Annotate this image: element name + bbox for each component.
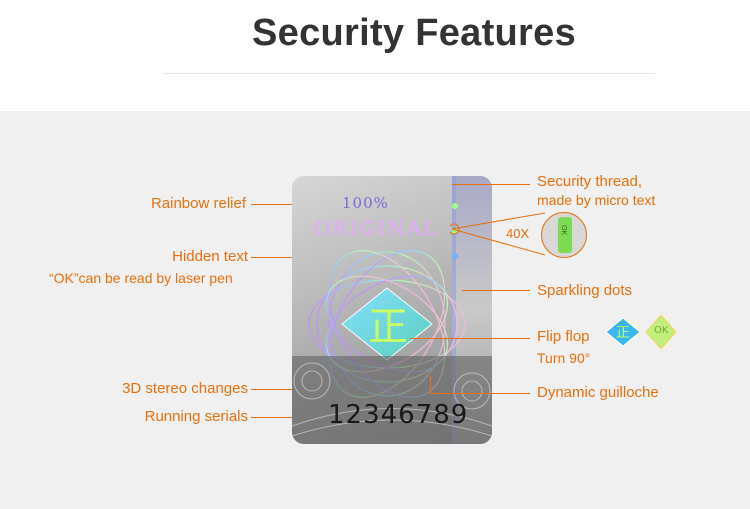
- flip-icon-zheng: 正: [605, 317, 641, 347]
- flip-icon-zheng-text: 正: [616, 325, 630, 341]
- security-thread-description: made by micro text: [537, 192, 656, 208]
- hologram-percent: 100%: [342, 194, 389, 212]
- label-rainbow-relief: Rainbow relief: [150, 195, 246, 212]
- leader-line-flip-flop: [410, 338, 530, 339]
- flip-icon-ok: OK: [645, 314, 677, 350]
- zoom-label: 40X: [506, 226, 530, 241]
- leader-line-running-serials: [251, 417, 329, 418]
- label-security-thread: Security thread,: [537, 173, 643, 190]
- flip-icon-ok-text: OK: [654, 325, 669, 336]
- leader-line-dynamic-guilloche: [430, 393, 530, 394]
- label-sparkling-dots: Sparkling dots: [537, 282, 633, 299]
- label-3d-stereo: 3D stereo changes: [122, 380, 248, 397]
- hologram-serial-number: 12346789: [328, 400, 469, 430]
- label-running-serials: Running serials: [144, 408, 248, 425]
- leader-line-3d-stereo: [251, 389, 321, 390]
- label-dynamic-guilloche: Dynamic guilloche: [537, 384, 659, 401]
- hologram-label: 100% ORIGINAL 正 12346789: [292, 176, 492, 444]
- leader-line-sparkling-dots: [462, 290, 530, 291]
- hologram-glyph: 正: [368, 304, 408, 350]
- loupe-micro-text: OK: [560, 225, 567, 236]
- hidden-text-description: “OK”can be read by laser pen: [49, 270, 233, 286]
- magnifier-loupe: OK: [541, 212, 587, 258]
- leader-line-security-thread: [452, 184, 530, 185]
- hologram-original-text: ORIGINAL: [314, 216, 439, 240]
- label-hidden-text: Hidden text: [172, 248, 248, 265]
- label-flip-flop: Flip flop: [537, 328, 590, 345]
- flip-flop-description: Turn 90°: [537, 350, 591, 366]
- micro-text-strip: [558, 217, 572, 253]
- leader-line-hidden-text: [251, 257, 331, 258]
- page-title: Security Features: [251, 12, 577, 54]
- title-divider: [163, 73, 655, 74]
- zoom-leader-lines: [450, 212, 546, 256]
- leader-line-dynamic-guilloche-vertical: [430, 375, 431, 393]
- hologram-art: [292, 176, 492, 444]
- header: Security Features: [0, 0, 750, 111]
